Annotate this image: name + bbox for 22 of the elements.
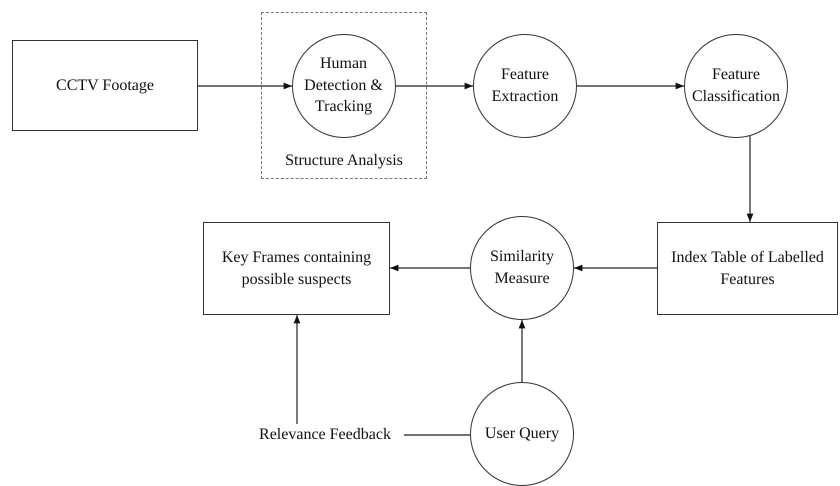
node-label: Similarity Measure	[489, 247, 555, 289]
process-box	[657, 222, 838, 315]
arrow	[518, 320, 526, 382]
node-label: User Query	[484, 424, 560, 444]
arrow	[574, 264, 657, 272]
node-label: Feature Extraction	[490, 65, 560, 107]
group-label: Structure Analysis	[284, 151, 404, 172]
arrow	[577, 82, 684, 90]
group-box	[261, 12, 427, 179]
arrow	[198, 82, 292, 90]
node-label: Key Frames containing possible suspects	[220, 248, 372, 290]
arrow	[294, 315, 300, 424]
process-box	[12, 40, 198, 131]
process-box	[203, 222, 390, 315]
arrow	[390, 264, 470, 272]
node-label: Index Table of Labelled Features	[670, 248, 825, 290]
node-label: Feature Classification	[691, 65, 781, 107]
node-label: CCTV Footage	[55, 76, 155, 96]
node-label: Human Detection & Tracking	[303, 54, 384, 118]
arrow	[746, 136, 754, 222]
arrow	[396, 82, 473, 90]
node-label: Relevance Feedback	[258, 425, 392, 446]
